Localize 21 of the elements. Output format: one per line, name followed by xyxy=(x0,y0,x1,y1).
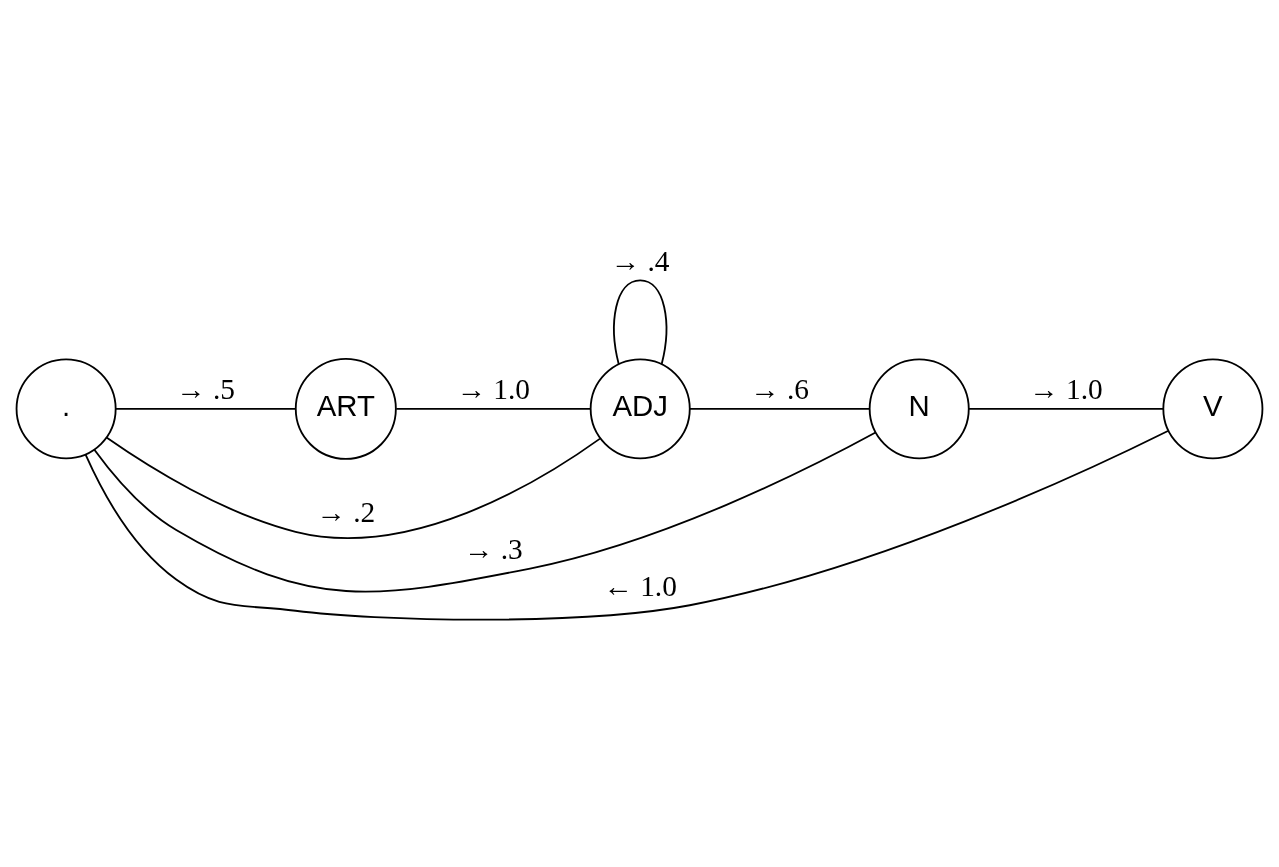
connector xyxy=(689,407,871,410)
connector xyxy=(105,436,601,539)
connector xyxy=(968,407,1164,410)
edge-label: → .2 xyxy=(316,496,376,529)
connector xyxy=(115,407,297,410)
connector xyxy=(84,430,1169,621)
node-circle: ART xyxy=(294,357,397,460)
edge-label: ← 1.0 xyxy=(603,569,677,602)
node-circle: ADJ xyxy=(589,358,691,460)
node-circle: N xyxy=(868,358,970,460)
edge-label: → .3 xyxy=(464,533,523,566)
node-circle: V xyxy=(1162,358,1264,460)
node-circle: . xyxy=(15,358,117,460)
edge-label: → 1.0 xyxy=(1029,373,1103,406)
edge-label: → .4 xyxy=(610,244,670,277)
connector xyxy=(613,279,668,366)
edge-label: → .6 xyxy=(750,373,810,406)
edge-label: → .5 xyxy=(176,373,235,406)
connector xyxy=(395,407,592,410)
connector xyxy=(93,431,877,593)
edge-label: → 1.0 xyxy=(456,373,531,406)
